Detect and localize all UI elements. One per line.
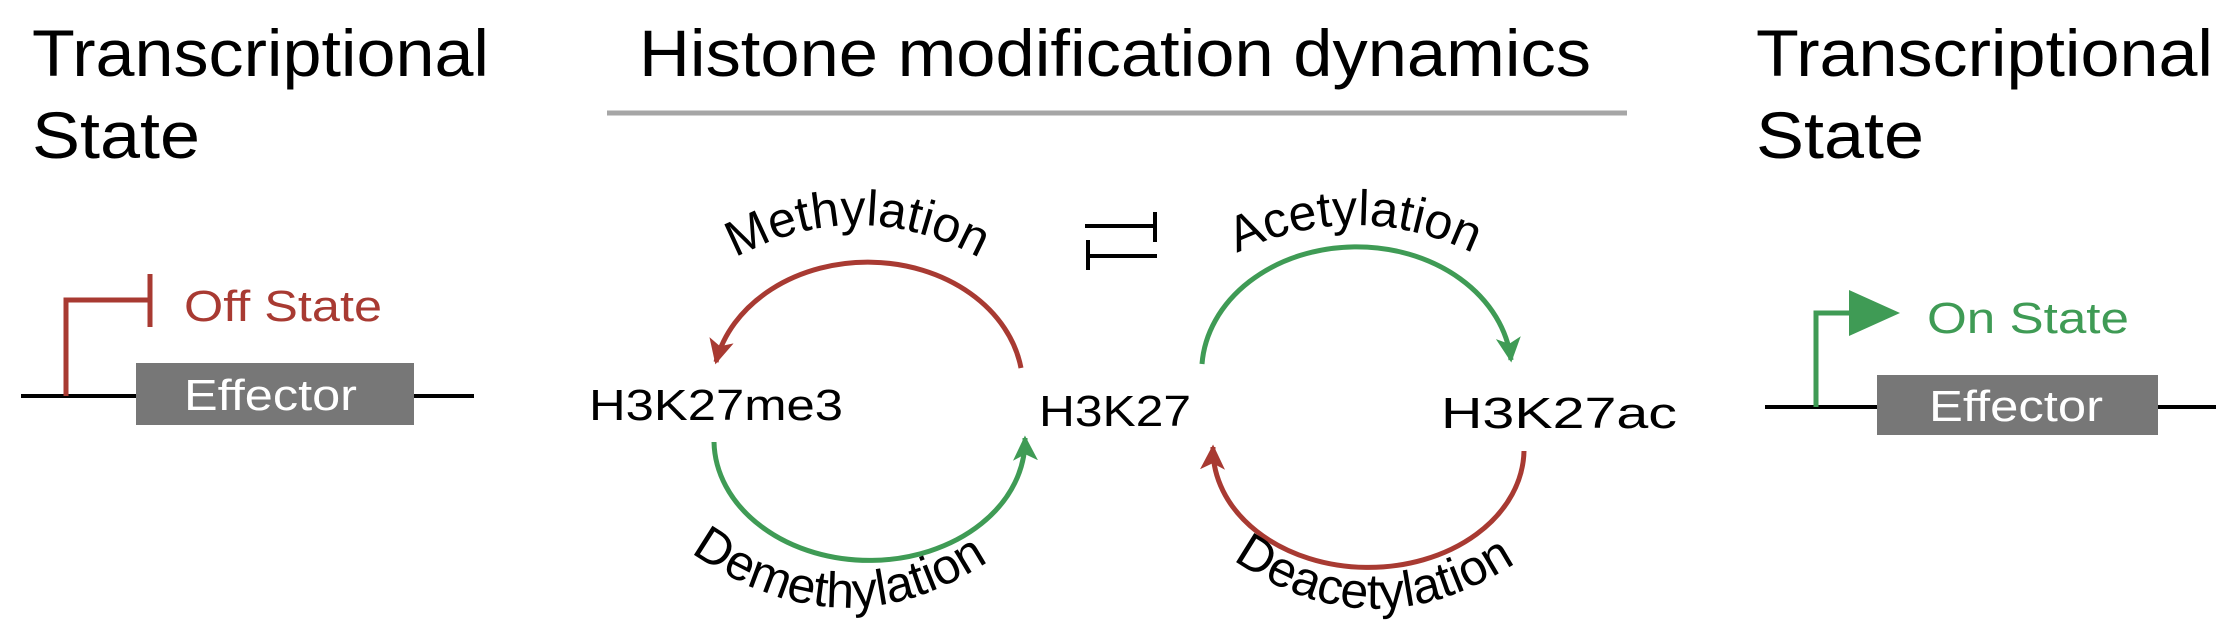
node-h3k27ac: H3K27ac [1441,389,1677,438]
acetylation-label: Acetylation [1220,180,1491,263]
mutual-inhibition-icon [1085,212,1157,270]
on-state-label: On State [1927,294,2129,343]
right-effector-box [1877,375,2158,435]
node-h3k27: H3K27 [1039,387,1191,436]
activation-arrow-icon [1813,290,1900,407]
acetylation-arrow [1199,244,1521,365]
demethylation-label: Demethylation [685,515,995,619]
methylation-label-path: Methylation [716,180,999,268]
demethylation-arrow [711,435,1038,563]
right-heading-line2: State [1756,98,1924,172]
deacetylation-arrow [1200,444,1527,570]
acetylation-label-path: Acetylation [1220,180,1491,263]
left-heading-line2: State [32,98,200,172]
left-effector-label: Effector [184,371,357,420]
repression-bar-icon [63,274,153,396]
right-heading-line1: Transcriptional [1756,16,2213,90]
methylation-arrow [709,259,1024,369]
demethylation-label-path: Demethylation [685,515,995,619]
left-effector-box [136,363,414,425]
off-state-label: Off State [184,282,382,331]
methylation-label: Methylation [716,180,999,268]
deacetylation-label-path: Deacetylation [1227,522,1522,620]
right-effector-label: Effector [1929,382,2103,431]
right-panel: Transcriptional State Effector On State [1756,16,2216,435]
node-h3k27me3: H3K27me3 [589,381,843,430]
center-title: Histone modification dynamics [639,16,1591,90]
deacetylation-label: Deacetylation [1227,522,1522,620]
left-heading-line1: Transcriptional [32,16,489,90]
center-panel: Histone modification dynamics H3K27me3 H… [589,16,1677,620]
left-panel: Transcriptional State Effector Off State [21,16,489,425]
